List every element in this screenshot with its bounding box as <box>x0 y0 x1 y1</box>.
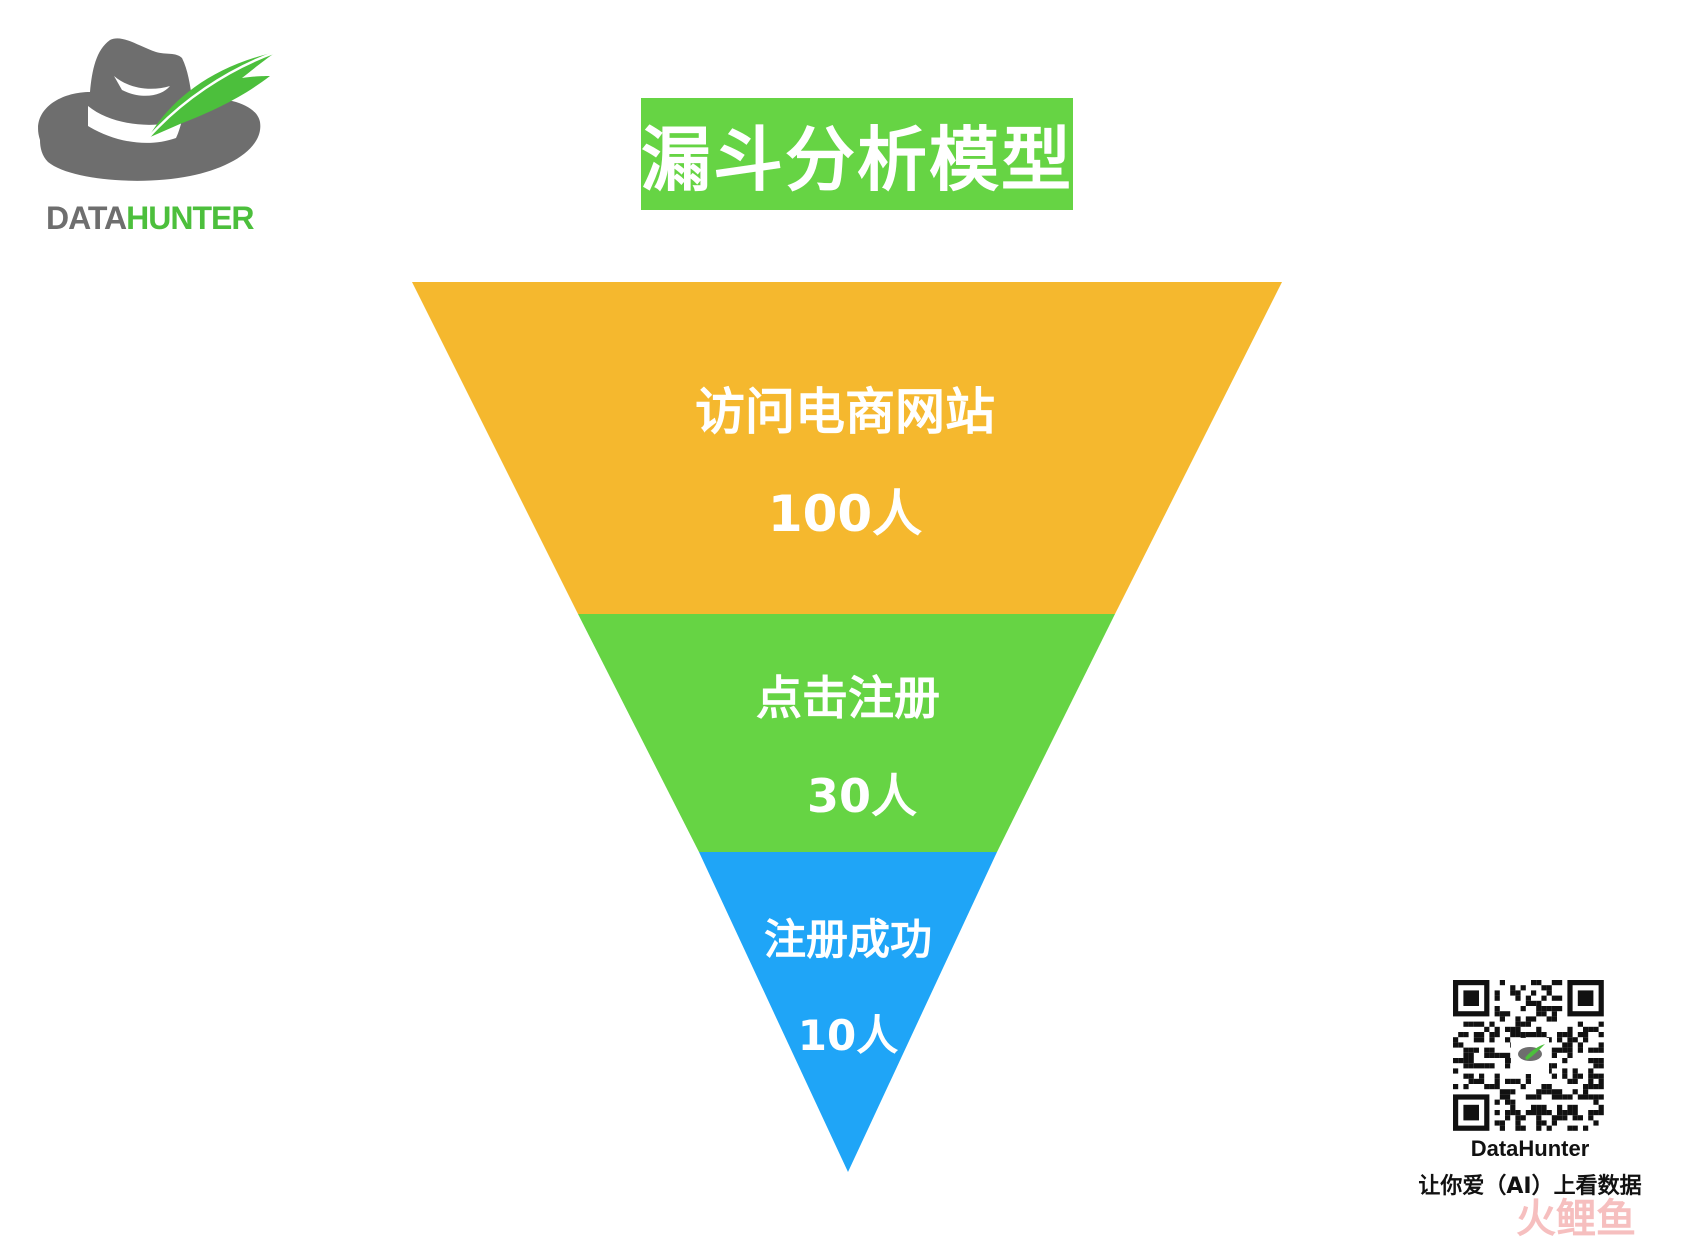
funnel-stage-visit <box>412 282 1282 614</box>
qr-code-icon <box>1453 980 1607 1132</box>
logo-text-data: DATA <box>46 200 127 236</box>
stage-count-visit: 100人 <box>767 485 923 543</box>
stage-label-visit: 访问电商网站 <box>695 383 995 441</box>
stage-count-register-success: 10人 <box>797 1011 899 1060</box>
funnel-stage-register-click <box>578 614 1115 852</box>
watermark: 火鲤鱼 <box>1516 1196 1636 1242</box>
hat-with-feather-icon <box>38 38 277 181</box>
funnel-stage-register-success <box>699 852 997 1172</box>
qr-brand-name: DataHunter <box>1470 1136 1590 1161</box>
qr-slogan: 让你爱（AI）上看数据 <box>1418 1174 1642 1199</box>
logo-wordmark: DATAHUNTER <box>46 200 254 237</box>
page-title: 漏斗分析模型 <box>641 98 1073 210</box>
logo-text-hunter: HUNTER <box>126 200 254 236</box>
datahunter-logo: DATAHUNTER <box>30 30 290 245</box>
stage-label-register-click: 点击注册 <box>756 671 940 725</box>
stage-label-register-success: 注册成功 <box>763 915 933 964</box>
stage-count-register-click: 30人 <box>806 769 918 823</box>
